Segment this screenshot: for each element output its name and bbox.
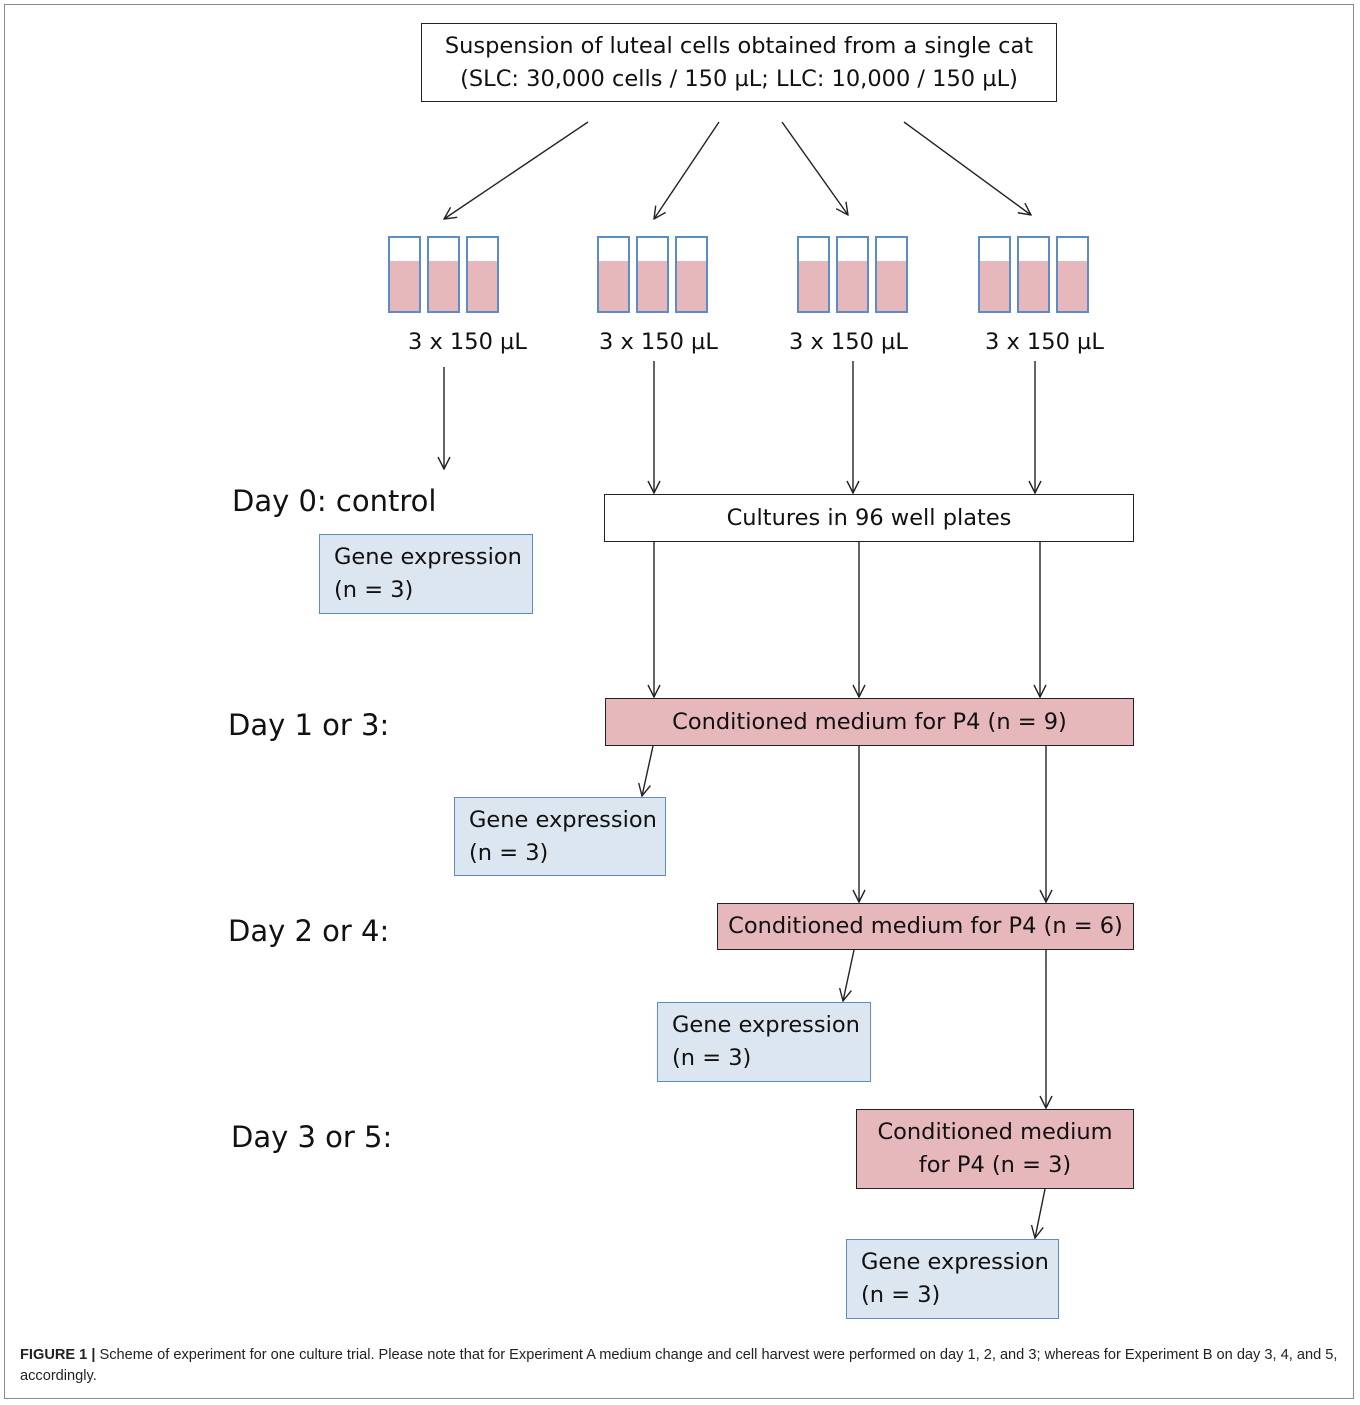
day2-label: Day 2 or 4: — [228, 914, 390, 948]
figure-frame — [4, 4, 1354, 1399]
gene-expression-box-day2: Gene expression (n = 3) — [657, 1002, 871, 1082]
arrow-m9-to-gene1 — [642, 745, 654, 796]
source-line2: (SLC: 30,000 cells / 150 µL; LLC: 10,000… — [460, 65, 1018, 92]
medium-n9-label: Conditioned medium for P4 (n = 9) — [672, 708, 1067, 735]
gene-label: Gene expression — [672, 1012, 860, 1039]
caption-label: FIGURE 1 | — [20, 1347, 96, 1363]
arrow-source-to-group3 — [781, 121, 848, 215]
volume-label-group4: 3 x 150 µL — [985, 329, 1104, 355]
tube — [597, 236, 630, 313]
tube — [427, 236, 460, 313]
gene-expression-box-day1: Gene expression (n = 3) — [454, 797, 666, 876]
arrow-source-to-group2 — [654, 121, 720, 219]
tube-liquid — [1058, 261, 1087, 311]
tube-liquid — [390, 261, 419, 311]
cultures-label: Cultures in 96 well plates — [726, 504, 1012, 531]
conditioned-medium-box-n9: Conditioned medium for P4 (n = 9) — [605, 698, 1134, 746]
arrow-source-to-group4 — [903, 121, 1031, 215]
cultures-box: Cultures in 96 well plates — [604, 494, 1134, 542]
gene-label: Gene expression — [334, 544, 522, 571]
source-line1: Suspension of luteal cells obtained from… — [444, 32, 1034, 59]
gene-expression-box-day0: Gene expression (n = 3) — [319, 534, 533, 614]
volume-label-group3: 3 x 150 µL — [789, 329, 908, 355]
conditioned-medium-box-n6: Conditioned medium for P4 (n = 6) — [717, 903, 1134, 950]
tube — [1056, 236, 1089, 313]
gene-n: (n = 3) — [469, 839, 549, 866]
tube — [1017, 236, 1050, 313]
tube — [797, 236, 830, 313]
medium-n3-line2: for P4 (n = 3) — [918, 1152, 1072, 1178]
day3-label: Day 3 or 5: — [231, 1120, 393, 1154]
gene-n: (n = 3) — [334, 577, 414, 603]
tube-liquid — [799, 261, 828, 311]
caption-text: Scheme of experiment for one culture tri… — [20, 1347, 1338, 1385]
tube — [978, 236, 1011, 313]
gene-label: Gene expression — [861, 1249, 1049, 1276]
arrow-m6-to-gene2 — [843, 949, 855, 1001]
volume-label-group2: 3 x 150 µL — [599, 329, 718, 355]
tube — [675, 236, 708, 313]
gene-n: (n = 3) — [861, 1282, 941, 1308]
gene-expression-box-day3: Gene expression (n = 3) — [846, 1239, 1059, 1319]
arrow-source-to-group1 — [444, 121, 589, 219]
tube — [636, 236, 669, 313]
tube-liquid — [877, 261, 906, 311]
tube-liquid — [638, 261, 667, 311]
tube — [836, 236, 869, 313]
tube-liquid — [429, 261, 458, 311]
tube-liquid — [980, 261, 1009, 311]
gene-label: Gene expression — [469, 806, 657, 833]
day1-label: Day 1 or 3: — [228, 708, 390, 742]
conditioned-medium-box-n3: Conditioned medium for P4 (n = 3) — [856, 1109, 1134, 1189]
source-suspension-box: Suspension of luteal cells obtained from… — [421, 23, 1057, 102]
tube — [388, 236, 421, 313]
tube — [466, 236, 499, 313]
tube — [875, 236, 908, 313]
tube-liquid — [1019, 261, 1048, 311]
arrow-m3-to-gene3 — [1035, 1188, 1046, 1238]
tube-liquid — [677, 261, 706, 311]
day0-label: Day 0: control — [232, 484, 437, 518]
tube-liquid — [599, 261, 628, 311]
tube-liquid — [838, 261, 867, 311]
tube-liquid — [468, 261, 497, 311]
gene-n: (n = 3) — [672, 1045, 752, 1071]
medium-n6-label: Conditioned medium for P4 (n = 6) — [728, 913, 1123, 940]
volume-label-group1: 3 x 150 µL — [408, 329, 527, 355]
figure-caption: FIGURE 1 | Scheme of experiment for one … — [20, 1345, 1338, 1387]
medium-n3-line1: Conditioned medium — [877, 1119, 1113, 1146]
